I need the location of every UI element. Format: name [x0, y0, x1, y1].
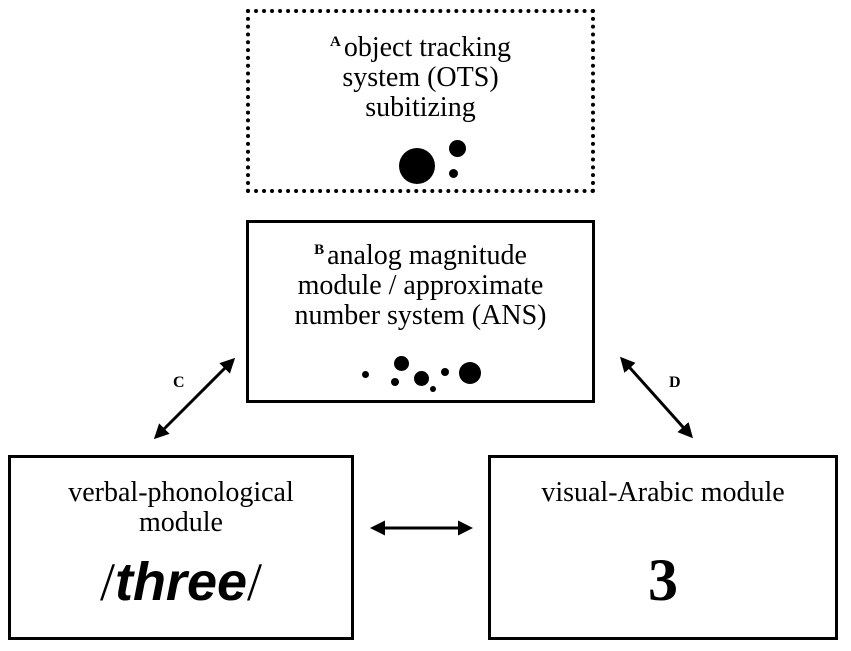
visual-arabic-module-label: visual-Arabic module [491, 478, 835, 508]
visual-line-1: visual-Arabic module [541, 477, 785, 508]
arrow-letter-c: C [173, 374, 185, 391]
ans-dot-1 [362, 371, 369, 378]
visual-arabic-module-box: visual-Arabic module 3 [488, 455, 838, 640]
verbal-phonological-module-box: verbal-phonological module /three/ [8, 455, 354, 640]
arrow-d-ans-visual [619, 356, 694, 439]
ans-line-3: number system (ANS) [294, 300, 547, 331]
ans-dot-7 [459, 362, 481, 384]
module-letter-b: B [314, 241, 325, 258]
ots-line-2: system (OTS) [342, 62, 499, 93]
slash-left: / [99, 552, 115, 612]
number-word-three: three [114, 552, 248, 612]
ans-dot-6 [441, 368, 449, 376]
ans-dot-5 [430, 386, 436, 392]
module-letter-a: A [330, 33, 341, 50]
spoken-number-word: /three/ [11, 552, 351, 612]
verbal-phonological-module-label: verbal-phonological module [11, 478, 351, 538]
arabic-numeral-three: 3 [648, 547, 678, 613]
ots-dot-large [399, 148, 435, 184]
verbal-line-1: verbal-phonological [68, 477, 294, 508]
ans-line-1: analog magnitude [327, 240, 527, 271]
arrow-letter-d: D [669, 374, 681, 391]
ots-dot-small [449, 169, 458, 178]
ans-dot-3 [391, 378, 399, 386]
verbal-line-2: module [139, 507, 223, 538]
ans-dot-4 [414, 371, 429, 386]
ots-line-3: subitizing [365, 92, 476, 123]
slash-right: / [247, 552, 263, 612]
arrow-c-ans-verbal [153, 357, 236, 440]
ans-line-2: module / approximate [297, 270, 544, 301]
ots-dot-medium [449, 140, 466, 157]
ots-line-1: object tracking [343, 32, 511, 63]
ans-dot-2 [394, 356, 409, 371]
